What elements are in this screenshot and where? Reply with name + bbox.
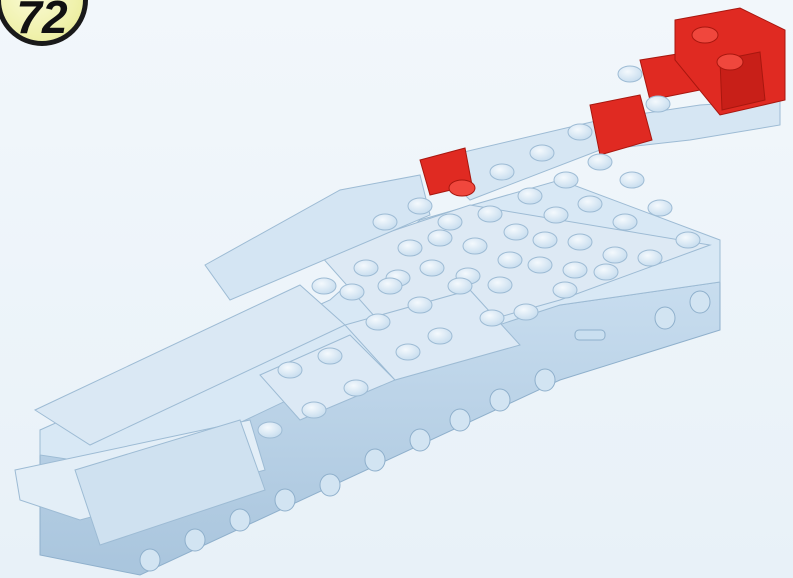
axle-pin <box>575 330 605 340</box>
model-body <box>15 100 780 575</box>
